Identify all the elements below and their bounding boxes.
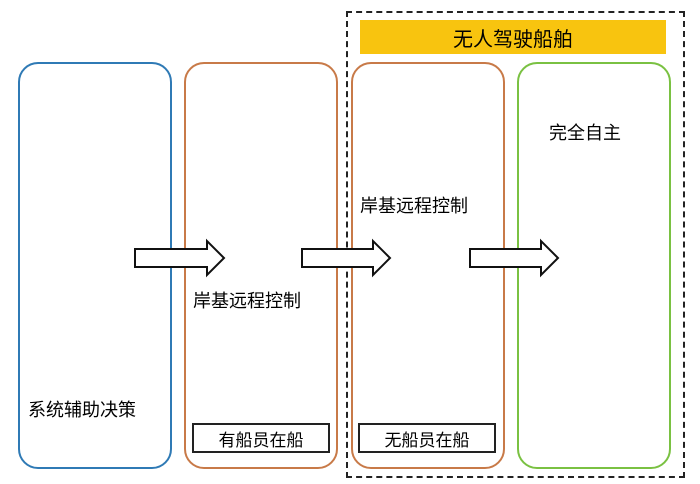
- crew-onboard-label: 有船员在船: [192, 423, 330, 453]
- unmanned-ship-banner: 无人驾驶船舶: [360, 20, 666, 54]
- stage-box-remote-uncrewed: [351, 62, 505, 469]
- no-crew-onboard-label: 无船员在船: [358, 423, 496, 453]
- stage-box-remote-crewed: [184, 62, 338, 469]
- crew-onboard-text: 有船员在船: [218, 430, 304, 451]
- no-crew-onboard-text: 无船员在船: [384, 430, 470, 451]
- stage-label-remote-crewed: 岸基远程控制: [193, 291, 301, 312]
- stage-label-remote-uncrewed: 岸基远程控制: [360, 196, 468, 217]
- stage-label-fully-autonomous: 完全自主: [549, 123, 621, 144]
- stage-label-system-assisted: 系统辅助决策: [28, 400, 136, 421]
- banner-label: 无人驾驶船舶: [453, 26, 573, 51]
